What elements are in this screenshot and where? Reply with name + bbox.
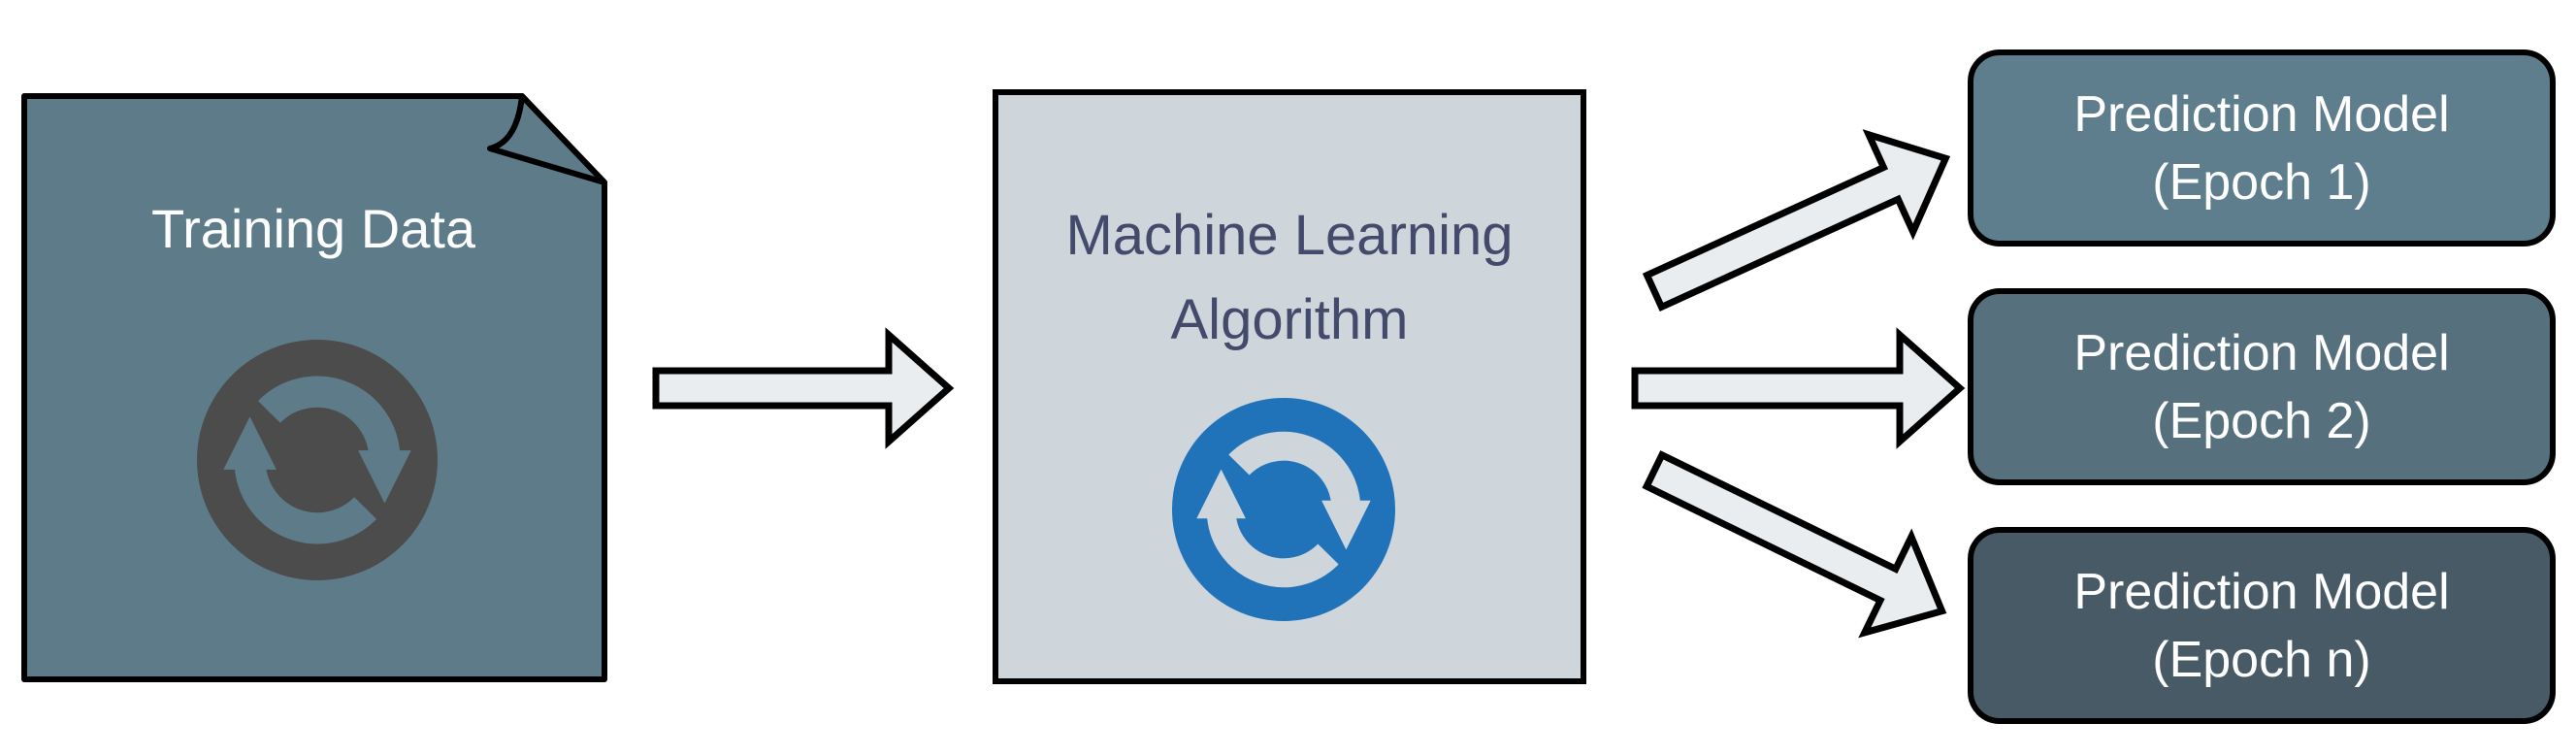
prediction-model-epoch-1-node: Prediction Model (Epoch 1) [1968, 49, 2556, 247]
sync-icon-up-arrowhead [223, 416, 277, 470]
sync-icon-down-arrowhead [1321, 500, 1371, 550]
sync-icon-circle [197, 340, 438, 580]
prediction-model-epoch-2-line1: Prediction Model [2073, 325, 2449, 381]
training-data-label: Training Data [151, 198, 476, 259]
prediction-model-epoch-1-line1: Prediction Model [2073, 86, 2449, 143]
sync-icon-top-arc [1228, 431, 1360, 506]
prediction-model-epoch-n-node: Prediction Model (Epoch n) [1968, 527, 2556, 724]
ml-algorithm-node: Machine Learning Algorithm [993, 89, 1586, 684]
arrow-to-epoch-n [1642, 450, 1947, 639]
sync-icon-up-arrowhead [1196, 469, 1246, 519]
prediction-model-epoch-n-line1: Prediction Model [2073, 564, 2449, 620]
sync-icon [197, 340, 438, 580]
ml-algorithm-label-line2: Algorithm [1171, 288, 1409, 351]
arrow-to-epoch-2 [1631, 327, 1966, 449]
arrow-training-to-algorithm [652, 327, 955, 449]
sync-icon-down-arrowhead [358, 450, 411, 504]
sync-icon-bottom-arc [234, 465, 377, 544]
sync-icon-circle [1172, 398, 1395, 621]
prediction-model-epoch-1-line2: (Epoch 1) [2152, 154, 2370, 211]
ml-algorithm-label-line1: Machine Learning [1065, 204, 1513, 267]
prediction-model-epoch-1-shape [1968, 49, 2556, 247]
sync-icon [1172, 398, 1395, 621]
prediction-model-epoch-n-line2: (Epoch n) [2152, 632, 2370, 688]
training-data-node: Training Data [21, 93, 607, 682]
folded-corner [487, 93, 607, 185]
prediction-model-epoch-2-shape [1968, 288, 2556, 485]
prediction-model-epoch-n-shape [1968, 527, 2556, 724]
arrow-to-epoch-1 [1642, 129, 1951, 312]
prediction-model-epoch-2-line2: (Epoch 2) [2152, 393, 2370, 449]
sync-icon-bottom-arc [1207, 513, 1339, 588]
prediction-model-epoch-2-node: Prediction Model (Epoch 2) [1968, 288, 2556, 485]
sync-icon-top-arc [257, 376, 401, 455]
